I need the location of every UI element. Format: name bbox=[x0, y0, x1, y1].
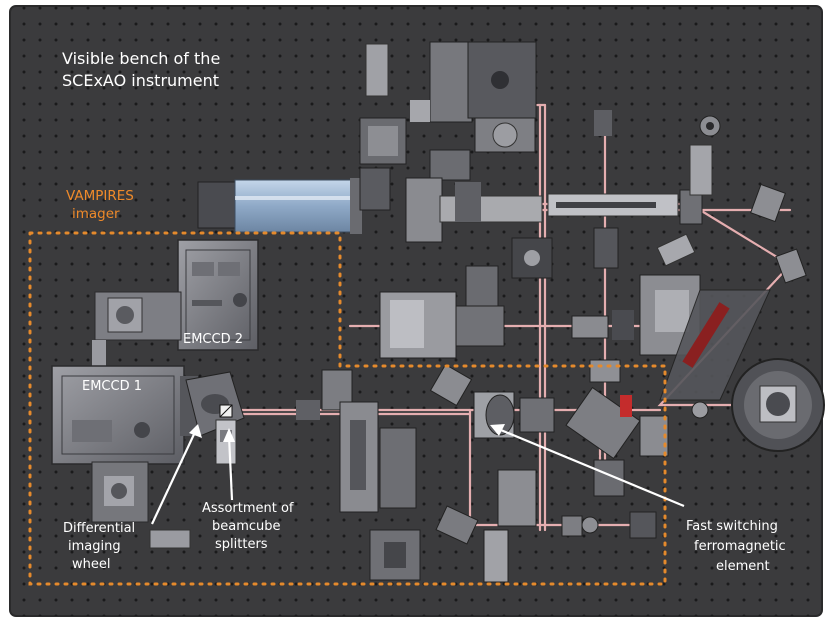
translation-mount-left bbox=[92, 291, 182, 372]
beamcube-splitters bbox=[215, 404, 237, 465]
emccd1-label: EMCCD 1 bbox=[82, 379, 142, 394]
top-stage-stack bbox=[359, 41, 537, 211]
ferro-callout-2: ferromagnetic bbox=[694, 539, 786, 554]
ferro-callout-3: element bbox=[716, 559, 770, 574]
vampires-label-1: VAMPIRES bbox=[66, 188, 134, 204]
callout-arrows bbox=[151, 424, 685, 525]
cube-callout-3: splitters bbox=[215, 537, 268, 552]
central-optics-cluster bbox=[379, 227, 634, 383]
lower-left-mount bbox=[91, 461, 191, 549]
wheel-callout-2: imaging bbox=[68, 539, 121, 554]
camera-body-top bbox=[197, 178, 362, 234]
right-mirror-mounts bbox=[594, 110, 825, 452]
title-line-2: SCExAO instrument bbox=[62, 71, 219, 90]
wheel-callout-3: wheel bbox=[72, 557, 110, 572]
title-line-1: Visible bench of the bbox=[62, 49, 220, 68]
lower-optics-cluster bbox=[296, 363, 669, 583]
ferro-callout-1: Fast switching bbox=[686, 519, 778, 534]
cube-callout-2: beamcube bbox=[212, 519, 281, 534]
emccd2-label: EMCCD 2 bbox=[183, 332, 243, 347]
cube-callout-1: Assortment of bbox=[202, 501, 294, 516]
rail-assembly-top bbox=[405, 115, 721, 243]
emccd1-camera bbox=[51, 365, 198, 465]
wheel-callout-1: Differential bbox=[63, 521, 135, 536]
vampires-outline bbox=[28, 231, 667, 586]
vampires-label-2: imager bbox=[72, 206, 120, 222]
emccd2-camera bbox=[177, 239, 259, 351]
